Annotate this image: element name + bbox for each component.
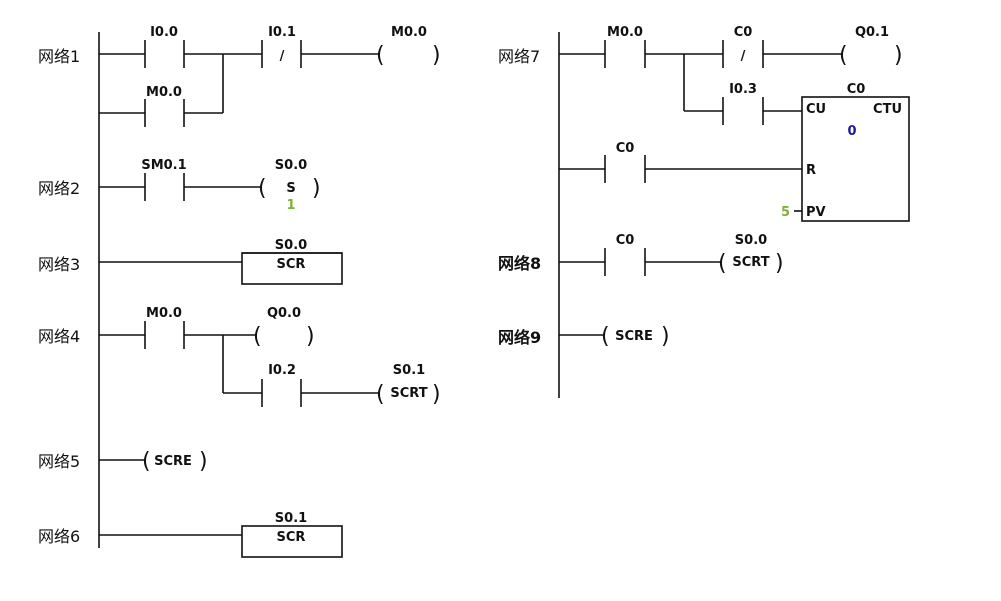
- counter-type: CTU: [873, 102, 902, 117]
- network-5-label: 网络5: [38, 452, 80, 471]
- coil-scre-9-text: SCRE: [615, 329, 653, 344]
- coil-scre-9-close: ): [661, 324, 670, 349]
- scr-box-s0-1-text: SCR: [277, 530, 306, 545]
- coil-q0-1-label: Q0.1: [855, 25, 889, 40]
- counter-ctu-c0[interactable]: [801, 96, 910, 222]
- coil-s0-0-set-close: ): [312, 176, 321, 201]
- contact-i0-3-label: I0.3: [729, 82, 757, 97]
- network-3: S0.0 SCR: [99, 238, 343, 285]
- coil-m0-0-close: ): [432, 43, 441, 68]
- coil-q0-1-open: (: [839, 43, 848, 68]
- contact-c0-reset-label: C0: [616, 141, 635, 156]
- contact-m0-0-parallel[interactable]: [144, 99, 185, 127]
- counter-cu-pin: CU: [806, 102, 826, 117]
- network-1: I0.0 I0.1 / ( ) M0.0 M0.0: [99, 25, 441, 127]
- network-9-label: 网络9: [498, 328, 541, 347]
- counter-current-value: 0: [847, 124, 856, 139]
- contact-sm0-1-label: SM0.1: [141, 158, 186, 173]
- contact-i0-1-label: I0.1: [268, 25, 296, 40]
- coil-s0-1-type: SCRT: [390, 386, 427, 401]
- contact-c0-nc-mark: /: [741, 49, 746, 64]
- coil-s0-1-label: S0.1: [393, 363, 425, 378]
- coil-s0-0-set-open: (: [258, 176, 267, 201]
- contact-i0-2-label: I0.2: [268, 363, 296, 378]
- contact-c0-nc-label: C0: [734, 25, 753, 40]
- network-6: S0.1 SCR: [99, 511, 343, 558]
- contact-m0-0-net4-label: M0.0: [146, 306, 182, 321]
- contact-i0-0[interactable]: [144, 40, 185, 68]
- network-2: SM0.1 ( ) S0.0 S 1: [99, 158, 321, 213]
- coil-scre-9-open: (: [601, 324, 610, 349]
- coil-s0-0-scrt-type: SCRT: [732, 255, 769, 270]
- contact-i0-2[interactable]: [261, 379, 302, 407]
- network-2-label: 网络2: [38, 179, 80, 198]
- scr-box-s0-1-label: S0.1: [275, 511, 307, 526]
- network-4-label: 网络4: [38, 327, 80, 346]
- contact-c0-reset[interactable]: [604, 155, 646, 183]
- coil-s0-0-scrt-label: S0.0: [735, 233, 767, 248]
- coil-q0-0-label: Q0.0: [267, 306, 301, 321]
- scr-box-s0-0-text: SCR: [277, 257, 306, 272]
- contact-i0-0-label: I0.0: [150, 25, 178, 40]
- network-6-label: 网络6: [38, 527, 80, 546]
- network-8-label: 网络8: [498, 254, 541, 273]
- contact-m0-0-parallel-label: M0.0: [146, 85, 182, 100]
- contact-sm0-1[interactable]: [144, 173, 185, 201]
- coil-s0-0-count: 1: [286, 198, 295, 213]
- coil-s0-0-scrt-close: ): [775, 251, 784, 276]
- network-4: M0.0 ( ) Q0.0 I0.2 ( ) S0.1 SCRT: [99, 306, 441, 407]
- scr-box-s0-0-label: S0.0: [275, 238, 307, 253]
- contact-c0-net8[interactable]: [604, 248, 646, 276]
- network-7-label: 网络7: [498, 47, 540, 66]
- counter-pv-pin: PV: [806, 205, 826, 220]
- coil-scre-5-close: ): [199, 449, 208, 474]
- contact-m0-0-net7[interactable]: [604, 40, 646, 68]
- contact-m0-0-net4[interactable]: [144, 321, 185, 349]
- coil-s0-0-label: S0.0: [275, 158, 307, 173]
- coil-s0-0-scrt-open: (: [718, 251, 727, 276]
- coil-m0-0-open: (: [376, 43, 385, 68]
- counter-preset-value: 5: [781, 205, 790, 220]
- contact-i0-3[interactable]: [722, 97, 764, 125]
- coil-q0-1-close: ): [894, 43, 903, 68]
- counter-r-pin: R: [806, 163, 816, 178]
- coil-q0-0-open: (: [253, 324, 262, 349]
- coil-s0-0-type: S: [286, 181, 295, 196]
- network-5: ( SCRE ): [99, 449, 208, 474]
- contact-c0-net8-label: C0: [616, 233, 635, 248]
- contact-m0-0-net7-label: M0.0: [607, 25, 643, 40]
- scr-box-s0-1[interactable]: [241, 525, 343, 558]
- coil-m0-0-label: M0.0: [391, 25, 427, 40]
- network-1-label: 网络1: [38, 47, 80, 66]
- counter-name: C0: [847, 82, 866, 97]
- coil-q0-0-close: ): [306, 324, 315, 349]
- coil-scre-5-text: SCRE: [154, 454, 192, 469]
- network-3-label: 网络3: [38, 255, 80, 274]
- coil-s0-1-scrt-close: ): [432, 382, 441, 407]
- network-7: M0.0 C0 / ( ) Q0.1 I0.3 C0 C0 CU CTU 0 R…: [559, 25, 910, 222]
- coil-scre-5-open: (: [142, 449, 151, 474]
- network-8: C0 ( ) S0.0 SCRT: [559, 233, 784, 276]
- network-9: ( SCRE ): [559, 324, 670, 349]
- coil-s0-1-scrt-open: (: [376, 382, 385, 407]
- contact-i0-1-nc-mark: /: [280, 49, 285, 64]
